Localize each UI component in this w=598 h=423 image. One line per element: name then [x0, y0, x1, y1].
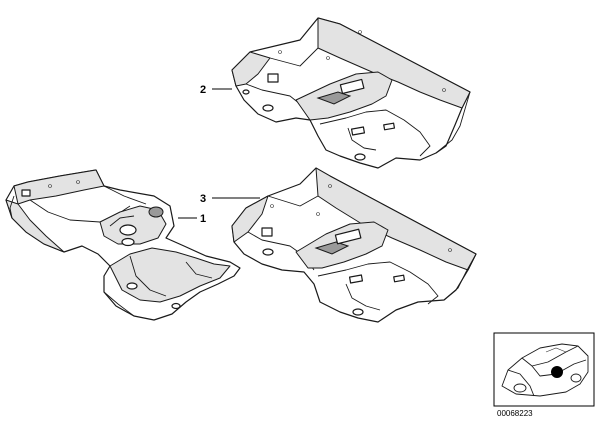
reference-code: 00068223	[497, 409, 533, 418]
callout-3: 3	[200, 193, 260, 205]
floor-covering-part-2[interactable]	[231, 17, 471, 169]
callout-1-label: 1	[200, 213, 206, 225]
floor-covering-part-1[interactable]	[5, 169, 241, 321]
callout-3-label: 3	[200, 193, 206, 205]
vehicle-locator-inset: 00068223	[493, 332, 595, 418]
highlight-marker	[551, 366, 563, 378]
callout-2: 2	[200, 84, 232, 96]
car-silhouette-icon	[501, 343, 589, 397]
floor-covering-part-3[interactable]	[231, 167, 477, 323]
callout-1: 1	[178, 213, 206, 225]
callout-2-label: 2	[200, 84, 206, 96]
